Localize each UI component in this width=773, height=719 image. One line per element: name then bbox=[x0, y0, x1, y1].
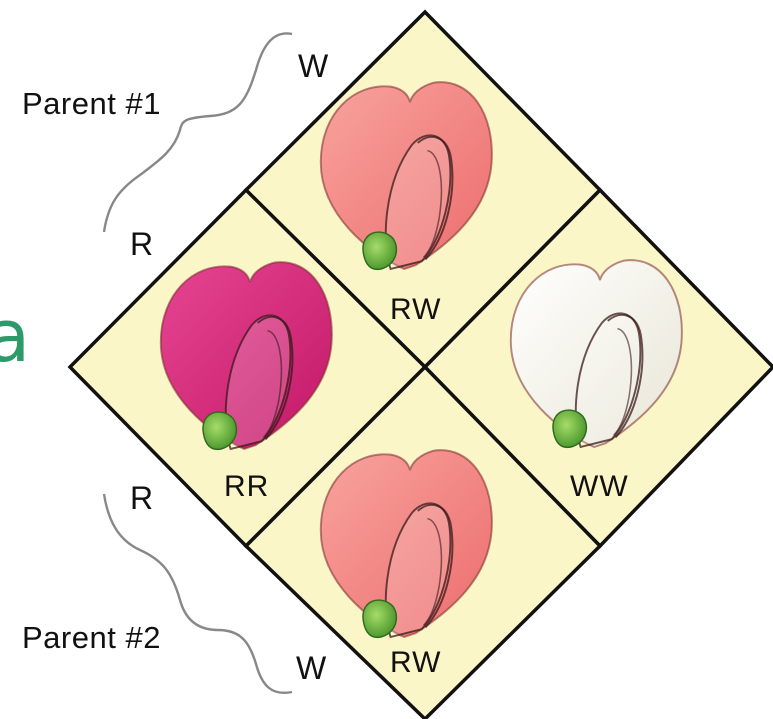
parent2-allele-w: W bbox=[296, 652, 327, 684]
genotype-top: RW bbox=[390, 295, 441, 325]
edge-glyph: a bbox=[0, 300, 30, 372]
parent1-label: Parent #1 bbox=[22, 88, 161, 119]
parent1-allele-r: R bbox=[130, 228, 154, 260]
genotype-bottom: RW bbox=[390, 648, 441, 678]
parent2-allele-r: R bbox=[130, 482, 154, 514]
genotype-right: WW bbox=[570, 472, 629, 502]
genotype-left: RR bbox=[224, 472, 269, 502]
parent2-label: Parent #2 bbox=[22, 622, 161, 653]
parent1-allele-w: W bbox=[298, 50, 329, 82]
